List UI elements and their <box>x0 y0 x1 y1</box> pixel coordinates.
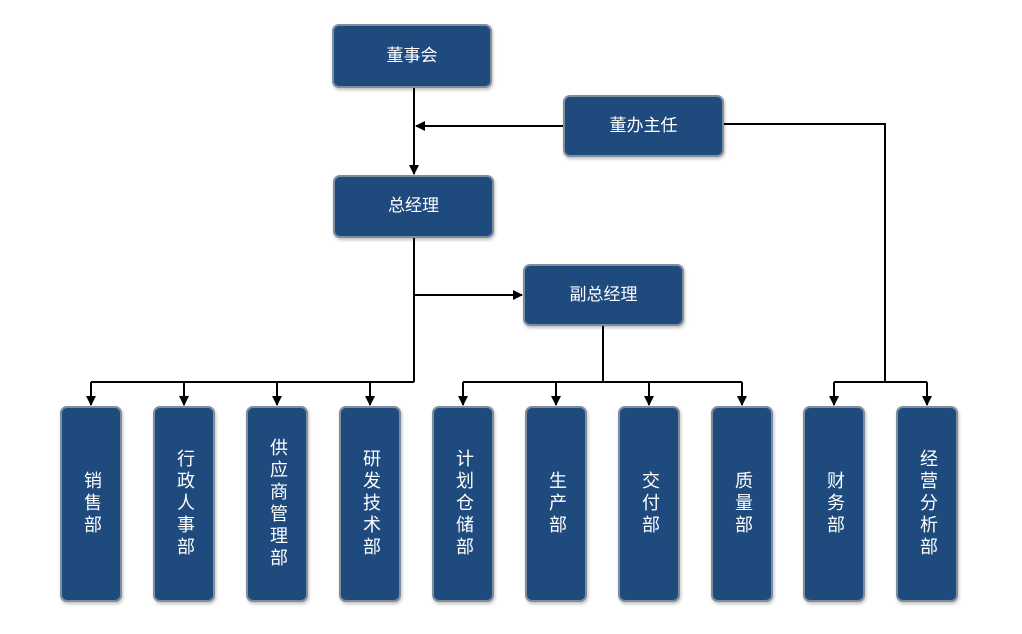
department-label: 计划仓储部 <box>453 449 474 559</box>
board-office-director-node: 董办主任 <box>563 95 724 157</box>
department-label: 交付部 <box>639 471 660 537</box>
department-label: 行政人事部 <box>174 449 195 559</box>
department-node-rnd: 研发技术部 <box>339 406 401 602</box>
department-node-production: 生产部 <box>525 406 587 602</box>
department-node-planning-warehouse: 计划仓储部 <box>432 406 494 602</box>
department-node-supplier-management: 供应商管理部 <box>246 406 308 602</box>
edge-director-to-finance-branch <box>724 123 886 382</box>
general-manager-node: 总经理 <box>333 175 494 238</box>
department-label: 质量部 <box>732 471 753 537</box>
department-node-delivery: 交付部 <box>618 406 680 602</box>
department-label: 经营分析部 <box>917 449 938 559</box>
department-node-sales: 销售部 <box>60 406 122 602</box>
department-label: 财务部 <box>824 471 845 537</box>
board-office-director-label: 董办主任 <box>609 115 678 136</box>
department-label: 研发技术部 <box>360 449 381 559</box>
department-label: 销售部 <box>81 471 102 537</box>
deputy-general-manager-node: 副总经理 <box>523 264 684 326</box>
department-label: 供应商管理部 <box>267 438 288 570</box>
department-node-business-analysis: 经营分析部 <box>896 406 958 602</box>
board-node: 董事会 <box>332 24 492 88</box>
department-node-quality: 质量部 <box>711 406 773 602</box>
board-label: 董事会 <box>386 45 438 66</box>
general-manager-label: 总经理 <box>388 196 439 216</box>
department-node-finance: 财务部 <box>803 406 865 602</box>
department-node-admin-hr: 行政人事部 <box>153 406 215 602</box>
deputy-general-manager-label: 副总经理 <box>569 284 638 305</box>
department-label: 生产部 <box>546 471 567 537</box>
